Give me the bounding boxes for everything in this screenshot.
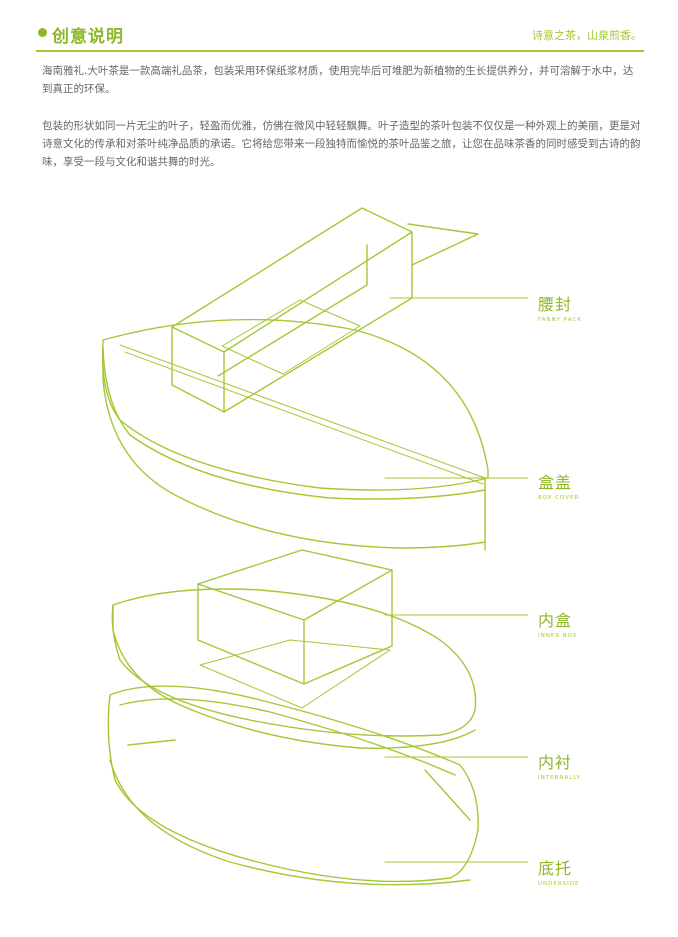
- label-underside: 底托 UNDERSIDE: [538, 855, 580, 887]
- label-internally-zh: 内衬: [538, 753, 573, 772]
- box-cover-shape: [101, 318, 489, 551]
- label-box-cover-en: BOX COVER: [538, 495, 580, 501]
- label-fanny-pack-en: FANNY PACK: [538, 317, 582, 323]
- label-underside-zh: 底托: [538, 859, 573, 878]
- fanny-pack-shape: [171, 207, 479, 413]
- label-inner-box: 内盒 INNER BOX: [538, 607, 577, 639]
- underside-tray-shape: [107, 685, 479, 886]
- label-fanny-pack-zh: 腰封: [538, 295, 573, 314]
- label-internally-en: INTERNALLY: [538, 775, 582, 781]
- label-inner-box-zh: 内盒: [538, 611, 573, 630]
- label-fanny-pack: 腰封 FANNY PACK: [538, 291, 582, 323]
- inner-box-shape: [197, 549, 393, 709]
- label-box-cover: 盒盖 BOX COVER: [538, 469, 579, 501]
- label-underside-en: UNDERSIDE: [538, 881, 580, 887]
- label-internally: 内衬 INTERNALLY: [538, 749, 581, 781]
- intro-paragraph: 海南雅礼.大叶茶是一款高端礼品茶，包装采用环保纸浆材质，使用完毕后可堆肥为新植物…: [42, 65, 634, 95]
- label-box-cover-zh: 盒盖: [538, 473, 573, 492]
- bullet-dot-icon: [38, 28, 47, 37]
- description-paragraph: 包装的形状如同一片无尘的叶子，轻盈而优雅，仿佛在微风中轻轻飘舞。叶子造型的茶叶包…: [42, 120, 641, 168]
- inner-lining-shape: [111, 588, 477, 749]
- exploded-packaging-diagram: [101, 207, 529, 886]
- tagline: 诗意之茶，山泉煎香。: [532, 29, 642, 42]
- page-title: 创意说明: [52, 27, 124, 47]
- leader-lines: [384, 297, 529, 863]
- header: 创意说明 诗意之茶，山泉煎香。: [36, 22, 644, 52]
- label-inner-box-en: INNER BOX: [538, 633, 578, 639]
